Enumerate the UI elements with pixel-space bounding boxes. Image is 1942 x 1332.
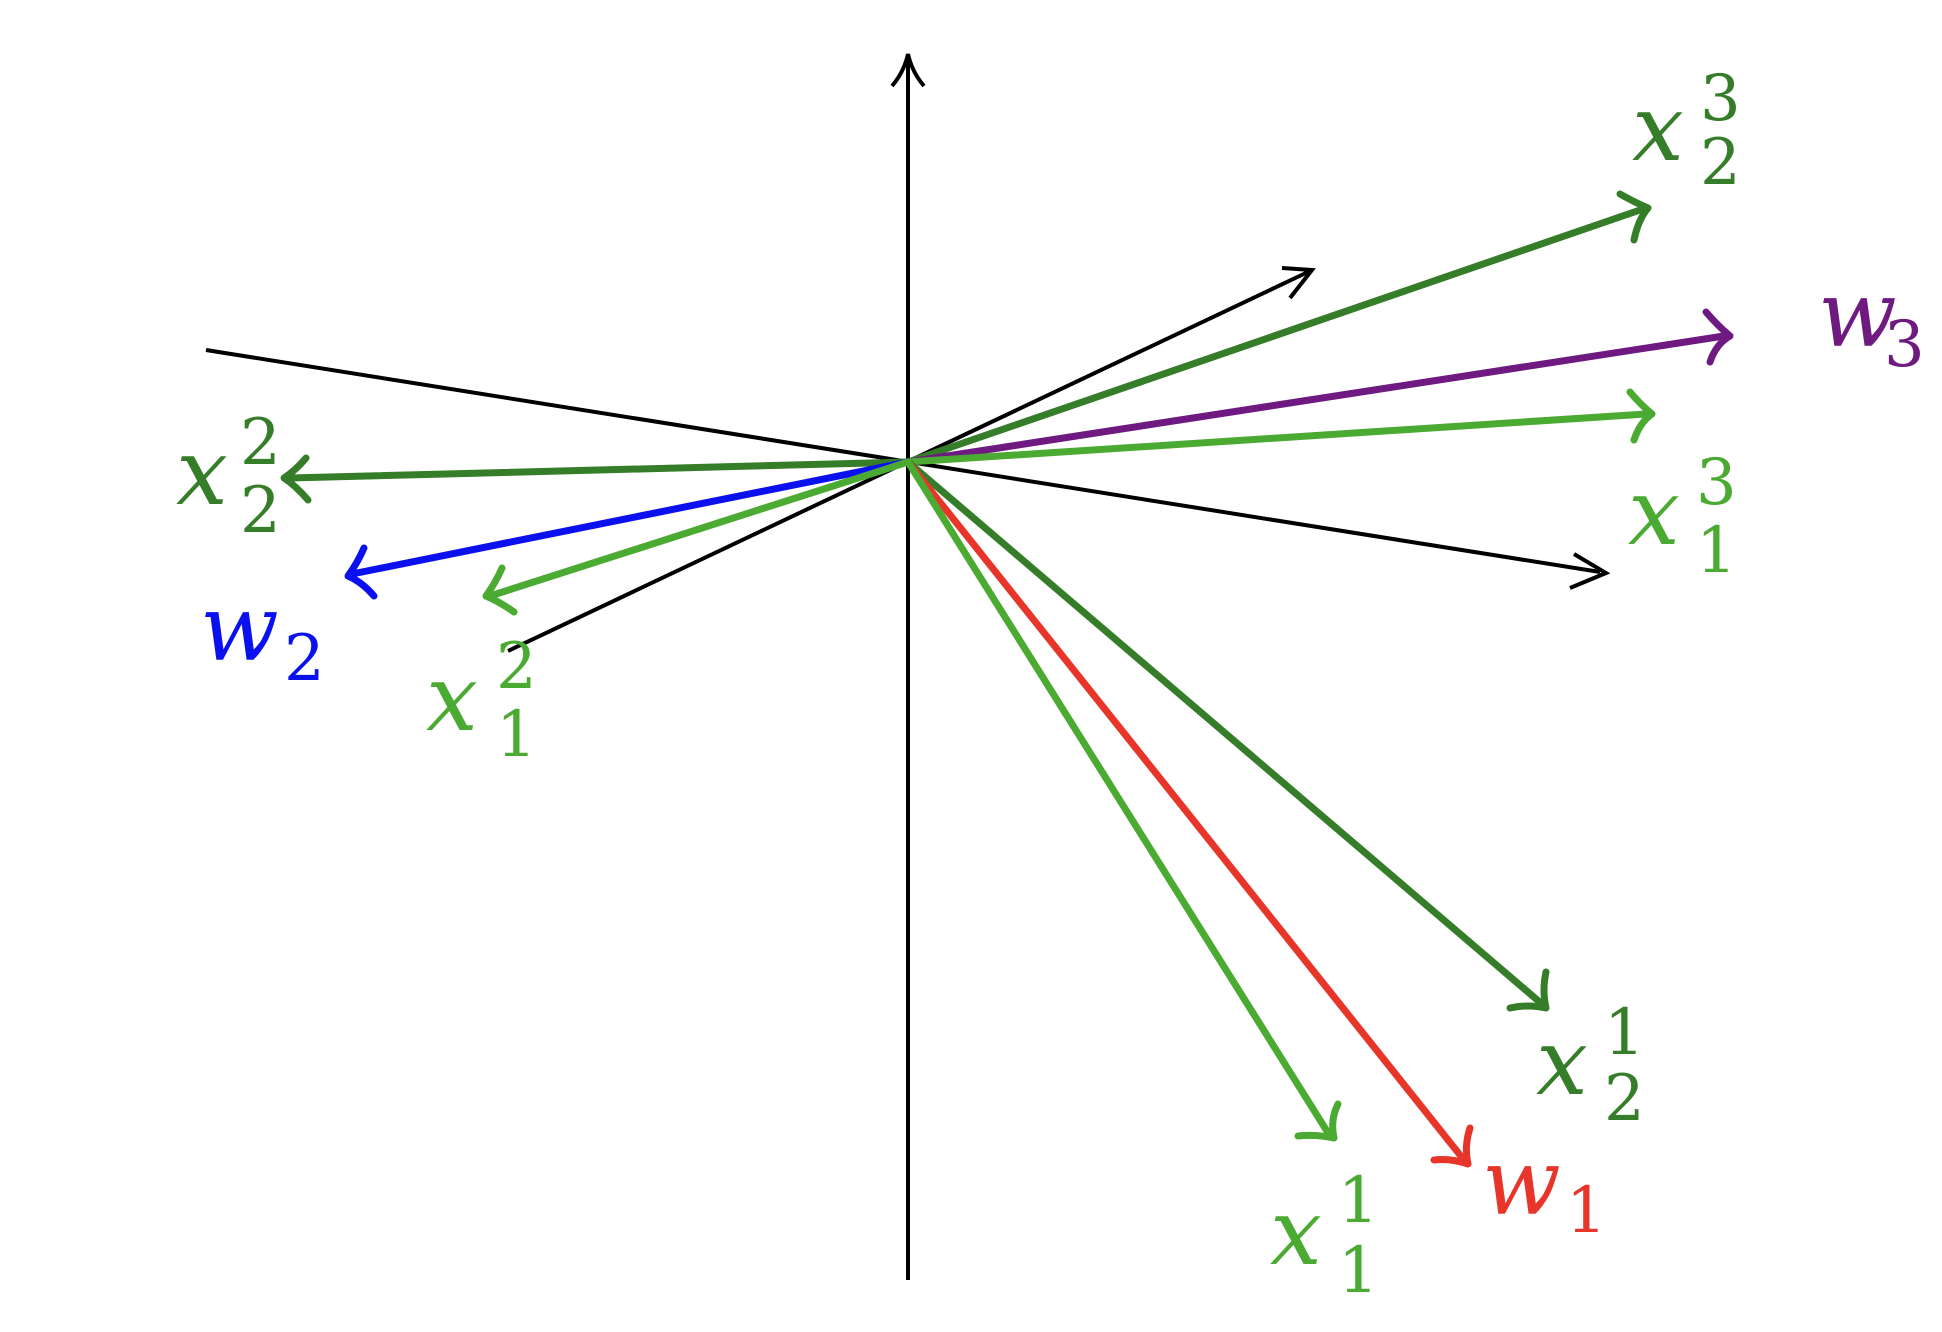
label-x2-2: x 2 2: [176, 406, 286, 548]
vector-x1-2: [482, 458, 912, 616]
label-x2-3: x 3 2: [1632, 62, 1746, 200]
label-x1-1: x 1 1: [1270, 1164, 1384, 1308]
vector-x1-3: [904, 388, 1656, 466]
vector-w3: [904, 308, 1734, 466]
vector-w1: [904, 458, 1474, 1168]
vector-x1-1: [904, 458, 1342, 1142]
horizontal-axis-arrowhead: [1569, 552, 1611, 590]
label-w2: w 2: [200, 575, 325, 696]
vertical-axis-arrowhead: [890, 53, 926, 88]
axes: [205, 53, 1611, 1280]
vector-x2-2: [280, 454, 912, 504]
label-w1: w 1: [1482, 1129, 1607, 1248]
vectors: [280, 190, 1734, 1168]
label-w3: w 3: [1818, 261, 1925, 382]
labels: x 3 2 w 3 x 3 1 x 2 2 w 2 x 2 1: [176, 62, 1925, 1308]
vector-w2: [344, 458, 912, 600]
label-x1-2: x 2 1: [426, 630, 542, 772]
vector-x2-1: [904, 458, 1550, 1012]
label-x2-1: x 1 2: [1536, 996, 1650, 1136]
vector-x2-3: [904, 190, 1652, 466]
depth-axis-arrowhead: [1281, 266, 1316, 300]
label-x1-3: x 3 1: [1628, 446, 1742, 588]
